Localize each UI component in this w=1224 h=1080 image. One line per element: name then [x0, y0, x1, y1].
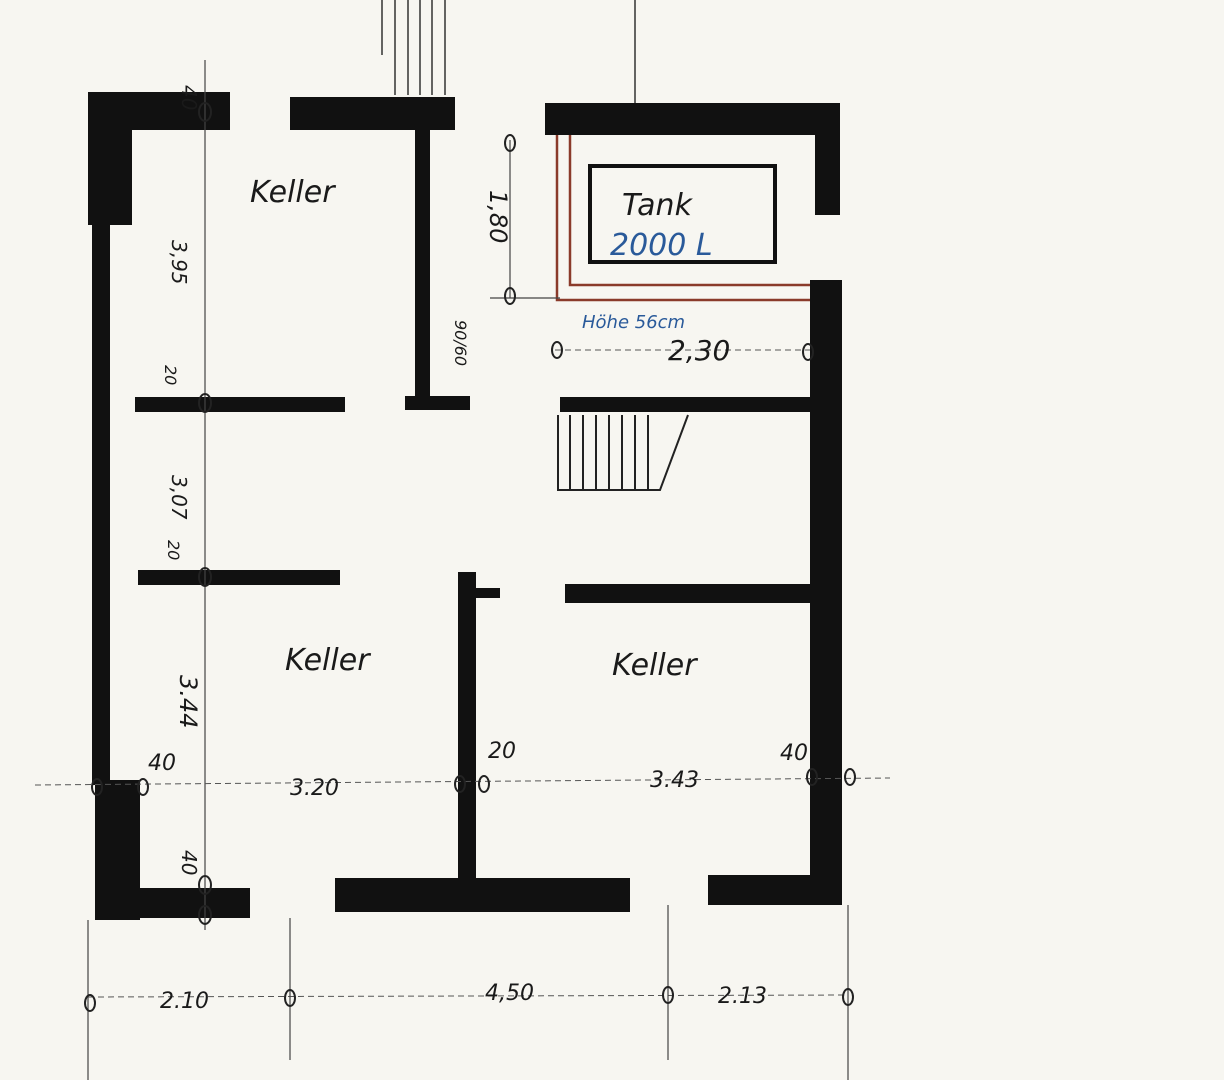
dim-mid-2: 20 [488, 739, 516, 764]
dim-left-5: 3.44 [174, 675, 202, 728]
room-label-keller-bottom-right: Keller [612, 648, 698, 683]
dim-mid-0: 40 [148, 751, 176, 776]
dim-left-2: 20 [161, 365, 180, 385]
dim-left-1: 3,95 [167, 240, 191, 285]
dim-bottom-2: 2.13 [718, 984, 767, 1009]
tank-outline-outer [555, 135, 810, 302]
tank-height-note: Höhe 56cm [582, 312, 685, 333]
dim-mid-1: 3.20 [290, 776, 339, 801]
dim-left-6: 40 [177, 850, 201, 875]
room-label-keller-top: Keller [250, 175, 336, 210]
dim-bottom-0: 2.10 [160, 989, 209, 1014]
dimension-lines [34, 60, 891, 1080]
dim-bottom-1: 4,50 [485, 981, 534, 1006]
dim-left-0: 40 [177, 85, 201, 110]
tank-capacity: 2000 L [610, 228, 713, 263]
tank-outline-inner [568, 135, 810, 287]
room-label-keller-bottom-left: Keller [285, 643, 371, 678]
tank-label: Tank [622, 188, 694, 223]
dim-tank-height: 1,80 [484, 190, 512, 243]
stairs [557, 414, 689, 491]
dim-tank-width: 2,30 [668, 334, 730, 367]
dim-door: 90/60 [451, 320, 470, 366]
top-lines [381, 0, 636, 104]
tank-box [588, 164, 777, 264]
walls [88, 92, 842, 920]
dim-mid-4: 40 [780, 741, 808, 766]
tank: Tank 2000 L Höhe 56cm [555, 135, 810, 333]
dim-left-4: 20 [164, 540, 183, 560]
dim-left-3: 3,07 [167, 475, 191, 520]
dim-mid-3: 3.43 [650, 768, 699, 793]
